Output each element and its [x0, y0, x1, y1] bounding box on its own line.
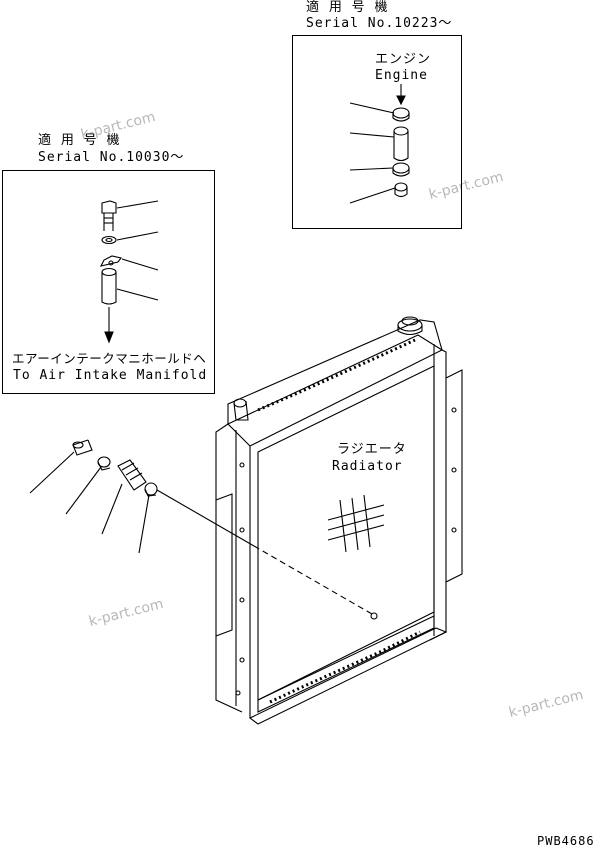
left-parts-box	[2, 170, 215, 394]
left-box-serial-label: Serial No.10030～	[38, 150, 185, 165]
radiator-label-jp: ラジエータ	[337, 442, 407, 457]
left-clamp-icon	[99, 255, 122, 267]
air-intake-label-jp: エアーインテークマニホールドヘ	[12, 351, 207, 366]
engine-label-jp: エンジン	[375, 52, 432, 67]
engine-label-en: Engine	[375, 68, 428, 83]
right-clamp-upper-icon	[392, 107, 410, 122]
left-leader-lines	[116, 200, 159, 301]
air-intake-label-en: To Air Intake Manifold	[13, 368, 208, 383]
left-box-applicable-label: 適 用 号 機	[38, 133, 121, 148]
right-box-applicable-label: 適 用 号 機	[306, 0, 389, 15]
right-hose-icon	[393, 126, 409, 162]
radiator-inlet-pipe-icon	[233, 398, 249, 421]
right-box-serial-label: Serial No.10223～	[306, 16, 453, 31]
right-leader-lines	[349, 102, 396, 204]
right-parts-box	[292, 35, 462, 229]
loose-leader-lines	[29, 451, 150, 554]
left-washer-icon	[101, 235, 117, 245]
radiator-outline	[215, 319, 463, 725]
loose-hose-icon	[117, 459, 147, 491]
connection-dashed-line	[156, 489, 378, 620]
engine-arrow-icon	[396, 84, 406, 106]
radiator-cap-icon	[397, 316, 423, 336]
left-hose-icon	[101, 267, 117, 305]
air-intake-arrow-icon	[104, 307, 114, 344]
loose-clamp-2-icon	[144, 482, 158, 497]
radiator-core-hatch-icon	[327, 494, 385, 553]
right-fitting-icon	[394, 182, 408, 198]
loose-elbow-icon	[72, 439, 93, 456]
left-bolt-icon	[101, 200, 117, 231]
loose-clamp-1-icon	[97, 456, 111, 471]
drawing-code: PWB4686	[537, 834, 595, 848]
right-clamp-lower-icon	[392, 162, 410, 177]
radiator-label-en: Radiator	[332, 459, 403, 474]
